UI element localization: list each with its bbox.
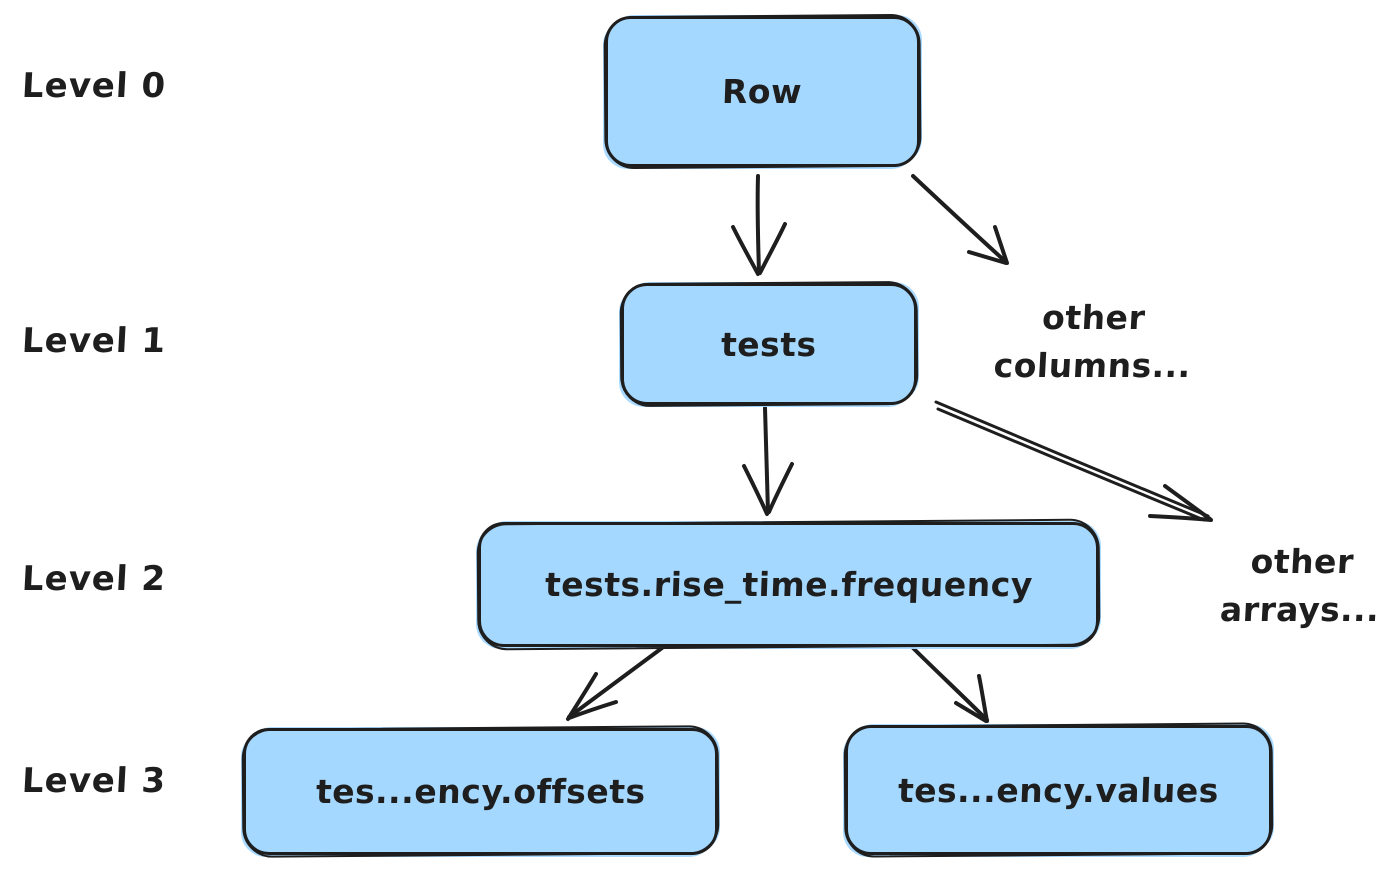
level-label-2: Level 2 xyxy=(20,559,168,599)
level-label-1: Level 1 xyxy=(20,321,168,361)
annotation-other-columns-line2: columns... xyxy=(992,346,1192,385)
arrow-tests-to-other-arrays xyxy=(934,400,1213,522)
node-row: Row xyxy=(605,16,920,167)
annotation-other-arrays-line1: other xyxy=(1249,542,1355,581)
arrow-frequency-to-values xyxy=(906,641,989,723)
node-tests-label: tests xyxy=(720,324,818,364)
arrow-row-to-tests xyxy=(731,174,787,276)
arrow-row-to-other-columns xyxy=(911,174,1009,265)
node-row-label: Row xyxy=(721,72,804,111)
node-tests-rise-time-frequency: tests.rise_time.frequency xyxy=(478,522,1099,647)
annotation-other-columns: other columns... xyxy=(992,294,1192,390)
node-offsets: tes...ency.offsets xyxy=(243,728,718,855)
level-label-0: Level 0 xyxy=(20,66,168,106)
level-label-3: Level 3 xyxy=(20,761,168,801)
annotation-other-columns-line1: other xyxy=(1041,298,1147,337)
node-frequency-label: tests.rise_time.frequency xyxy=(543,565,1034,604)
arrow-frequency-to-offsets xyxy=(566,646,664,721)
node-values-label: tes...ency.values xyxy=(897,770,1220,810)
node-tests: tests xyxy=(621,283,917,405)
annotation-other-arrays: other arrays... xyxy=(1202,538,1397,634)
node-values: tes...ency.values xyxy=(845,725,1272,855)
annotation-other-arrays-line2: arrays... xyxy=(1219,590,1381,629)
arrow-tests-to-frequency xyxy=(742,406,794,516)
node-offsets-label: tes...ency.offsets xyxy=(314,772,647,811)
